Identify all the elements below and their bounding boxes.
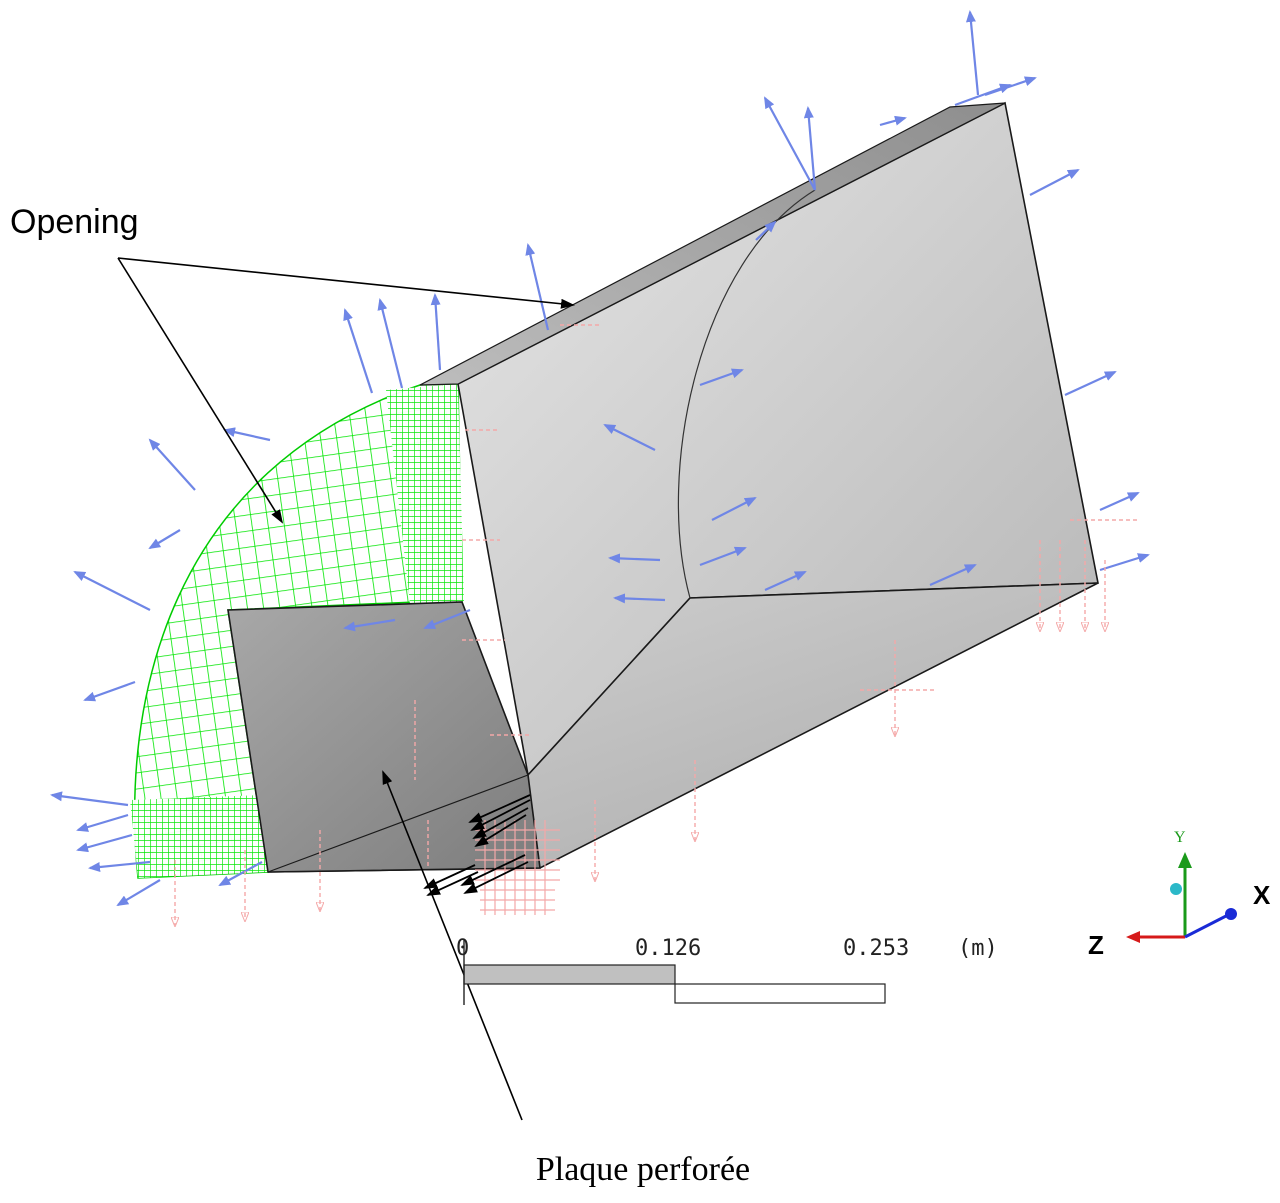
axis-origin-marker	[1170, 883, 1182, 895]
blue-vector-arrow	[603, 424, 656, 451]
blue-vector-arrow	[929, 563, 977, 587]
inlet-arrows	[423, 794, 531, 896]
plaque-label: Plaque perforée	[536, 1151, 750, 1188]
opening-mesh-face	[130, 383, 464, 879]
blue-vector-arrow	[76, 833, 133, 853]
blue-vector-arrow	[1029, 169, 1080, 196]
y-axis-label: Y	[1174, 829, 1186, 846]
z-axis-label: Z	[1088, 930, 1104, 960]
blue-vector-arrow	[377, 298, 404, 389]
inlet-arrow	[423, 864, 476, 889]
blue-vector-arrow	[803, 106, 817, 191]
blue-vector-arrow	[764, 96, 816, 191]
opening-label: Opening	[10, 203, 139, 241]
pink-vector-arrows	[175, 324, 1140, 925]
x-axis-label: X	[1253, 880, 1271, 910]
annotation-leaders	[117, 257, 575, 1121]
blue-vector-arrow	[218, 861, 263, 886]
opening-leader-top	[117, 257, 575, 309]
blue-vector-arrow	[699, 546, 747, 567]
scale-bar-filled-segment	[463, 964, 676, 985]
blue-vector-arrow	[764, 570, 807, 592]
x-axis-line	[1184, 913, 1229, 939]
scale-tick-2: 0.253	[843, 936, 909, 961]
inlet-arrow	[472, 807, 529, 839]
blue-vector-arrow	[755, 220, 777, 241]
blue-vector-arrow	[608, 553, 661, 564]
blue-vector-arrow	[116, 879, 161, 907]
blue-vector-arrow	[423, 608, 471, 630]
blue-vector-arrow	[1099, 553, 1150, 572]
inlet-arrow	[470, 799, 531, 831]
blue-vector-arrow	[879, 115, 907, 127]
blue-vector-arrow	[88, 860, 151, 872]
blue-vector-arrow	[343, 618, 396, 632]
blue-vector-arrow	[954, 83, 1012, 107]
blue-vector-arrow	[148, 529, 181, 550]
scale-unit: (m)	[958, 936, 998, 961]
blue-vector-arrow	[965, 10, 980, 96]
blue-vector-arrows	[50, 10, 1150, 907]
opening-leader-side	[117, 257, 284, 524]
x-axis-endpoint	[1225, 908, 1237, 920]
blue-vector-arrow	[50, 791, 129, 807]
blue-vector-arrow	[711, 497, 757, 521]
y-axis-arrowhead	[1178, 852, 1192, 868]
inlet-arrow	[474, 814, 527, 848]
plate-diagonal-edge	[267, 774, 529, 873]
scale-tick-0: 0	[456, 936, 469, 961]
axis-triad: Y X Z	[1088, 829, 1271, 960]
blue-vector-arrow	[343, 308, 374, 394]
blue-vector-arrow	[148, 438, 196, 491]
scale-bar: 0 0.126 0.253 (m)	[456, 936, 998, 1005]
box-top-face	[419, 102, 1006, 386]
blue-vector-arrow	[83, 680, 136, 702]
blue-vector-arrow	[76, 813, 129, 832]
scale-bar-empty-segment	[674, 983, 886, 1004]
perforated-plate-face	[227, 601, 541, 873]
blue-vector-arrow	[525, 243, 550, 331]
inlet-arrow	[463, 861, 529, 894]
z-axis-arrowhead	[1126, 931, 1140, 943]
scale-tick-1: 0.126	[635, 936, 701, 961]
blue-vector-arrow	[223, 427, 271, 442]
inlet-arrow	[460, 854, 526, 886]
blue-vector-arrow	[1099, 491, 1140, 512]
blue-vector-arrow	[699, 368, 744, 387]
blue-vector-arrow	[430, 293, 442, 371]
blue-vector-arrow	[1064, 371, 1117, 396]
inlet-arrow	[468, 794, 531, 823]
plaque-leader	[382, 770, 523, 1121]
blue-vector-arrow	[73, 571, 151, 611]
blue-vector-arrow	[613, 593, 666, 604]
